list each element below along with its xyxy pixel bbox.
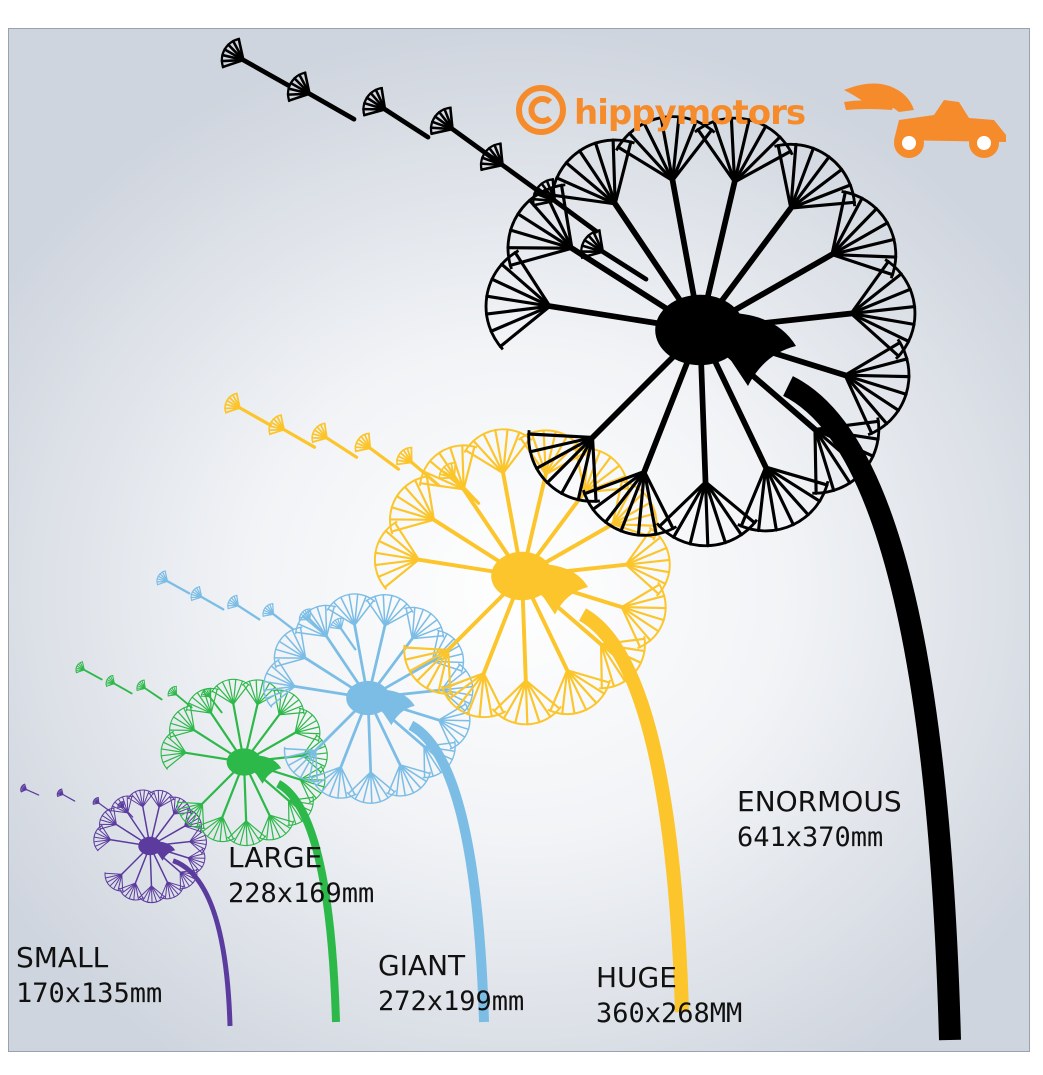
dandelion-giant	[156, 570, 489, 1023]
size-dimensions: 170x135mm	[16, 978, 163, 1009]
logo-text: hippymotors	[574, 93, 805, 133]
logo-graphic: hippymotors	[516, 83, 1006, 158]
size-name: SMALL	[16, 941, 109, 974]
dandelion-enormous	[220, 37, 961, 1041]
stem	[275, 780, 340, 1023]
stem	[578, 608, 689, 1013]
flower-head	[346, 680, 390, 716]
size-label-large: LARGE 228x169mm	[228, 840, 374, 912]
size-label-enormous: ENORMOUS 641x370mm	[737, 784, 902, 856]
size-name: ENORMOUS	[737, 785, 902, 818]
size-dimensions: 272x199mm	[378, 986, 525, 1017]
size-dimensions: 228x169mm	[228, 878, 375, 909]
image-panel	[8, 28, 1030, 1052]
flower-head	[226, 748, 262, 776]
size-label-huge: HUGE 360x268MM	[596, 960, 742, 1032]
stem	[782, 376, 961, 1041]
size-name: GIANT	[378, 949, 466, 982]
dandelion-huge	[224, 392, 689, 1013]
size-name: LARGE	[228, 841, 323, 874]
size-label-giant: GIANT 272x199mm	[378, 948, 524, 1020]
stem	[408, 720, 489, 1023]
stem	[172, 858, 233, 1027]
hippymotors-logo: hippymotors	[514, 80, 1014, 174]
dandelion-large	[75, 661, 340, 1023]
size-dimensions: 641x370mm	[737, 822, 884, 853]
dandelion-small	[20, 783, 233, 1027]
size-dimensions: 360x268MM	[596, 998, 743, 1029]
size-name: HUGE	[596, 961, 677, 994]
size-label-small: SMALL 170x135mm	[16, 940, 162, 1012]
